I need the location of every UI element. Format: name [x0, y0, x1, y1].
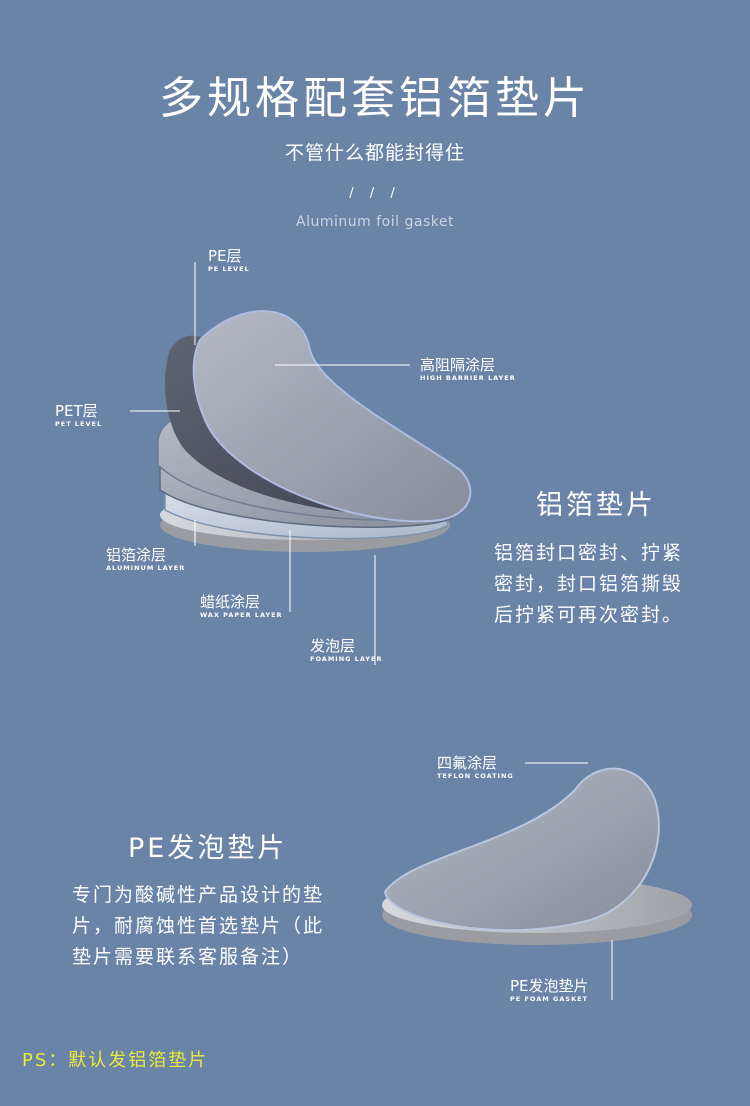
aluminum-gasket-line: 密封，封口铝箔撕毁	[494, 573, 684, 595]
label-foam-layer-en: FOAMING LAYER	[310, 655, 383, 663]
decorative-slashes: / / /	[349, 186, 401, 201]
label-teflon-coating-cn: 四氟涂层	[437, 754, 498, 772]
pe-gasket-line: 专门为酸碱性产品设计的垫	[72, 884, 325, 906]
footer-note: PS：默认发铝箔垫片	[22, 1050, 209, 1071]
label-aluminum-layer: 铝箔涂层 ALUMINUM LAYER	[106, 546, 185, 572]
label-barrier-layer: 高阻隔涂层 HIGH BARRIER LAYER	[420, 356, 516, 382]
label-pe-foam-gasket: PE发泡垫片 PE FOAM GASKET	[510, 977, 589, 1003]
label-pet-layer: PET层 PET LEVEL	[55, 402, 102, 428]
label-pe-layer: PE层 PE LEVEL	[208, 247, 250, 273]
label-pet-layer-cn: PET层	[55, 402, 98, 420]
aluminum-gasket-line: 铝箔封口密封、拧紧	[494, 542, 684, 564]
label-wax-layer-en: WAX PAPER LAYER	[200, 611, 283, 619]
aluminum-gasket-title: 铝箔垫片	[536, 490, 656, 521]
english-subtitle: Aluminum foil gasket	[296, 214, 454, 230]
page-subtitle: 不管什么都能封得住	[284, 142, 465, 164]
pe-foam-gasket-layers	[382, 767, 692, 945]
leader-lines-lower	[525, 762, 613, 1000]
pe-gasket-line: 垫片需要联系客服备注）	[72, 946, 304, 968]
leader-lines	[130, 262, 410, 665]
label-wax-layer-cn: 蜡纸涂层	[200, 593, 261, 611]
pe-gasket-description: 专门为酸碱性产品设计的垫 片，耐腐蚀性首选垫片（此 垫片需要联系客服备注）	[72, 880, 324, 973]
page-title: 多规格配套铝箔垫片	[159, 73, 591, 124]
label-pe-layer-cn: PE层	[208, 247, 242, 265]
pe-gasket-title: PE发泡垫片	[128, 833, 288, 864]
label-foam-layer: 发泡层 FOAMING LAYER	[310, 637, 382, 663]
pe-gasket-line: 片，耐腐蚀性首选垫片（此	[72, 915, 325, 937]
label-barrier-layer-en: HIGH BARRIER LAYER	[420, 374, 516, 382]
label-pe-foam-gasket-cn: PE发泡垫片	[510, 977, 589, 995]
label-aluminum-layer-en: ALUMINUM LAYER	[106, 564, 186, 572]
label-teflon-coating-en: TEFLON COATING	[437, 772, 514, 780]
label-pe-foam-gasket-en: PE FOAM GASKET	[510, 995, 588, 1003]
aluminum-gasket-line: 后拧紧可再次密封。	[494, 604, 684, 626]
aluminum-gasket-layers	[157, 310, 472, 552]
label-pe-layer-en: PE LEVEL	[208, 265, 250, 273]
label-aluminum-layer-cn: 铝箔涂层	[106, 546, 167, 564]
label-pet-layer-en: PET LEVEL	[55, 420, 103, 428]
label-wax-layer: 蜡纸涂层 WAX PAPER LAYER	[200, 593, 283, 619]
label-barrier-layer-cn: 高阻隔涂层	[420, 356, 496, 374]
label-foam-layer-cn: 发泡层	[310, 637, 356, 655]
aluminum-gasket-description: 铝箔封口密封、拧紧 密封，封口铝箔撕毁 后拧紧可再次密封。	[494, 538, 683, 631]
label-teflon-coating: 四氟涂层 TEFLON COATING	[437, 754, 514, 780]
